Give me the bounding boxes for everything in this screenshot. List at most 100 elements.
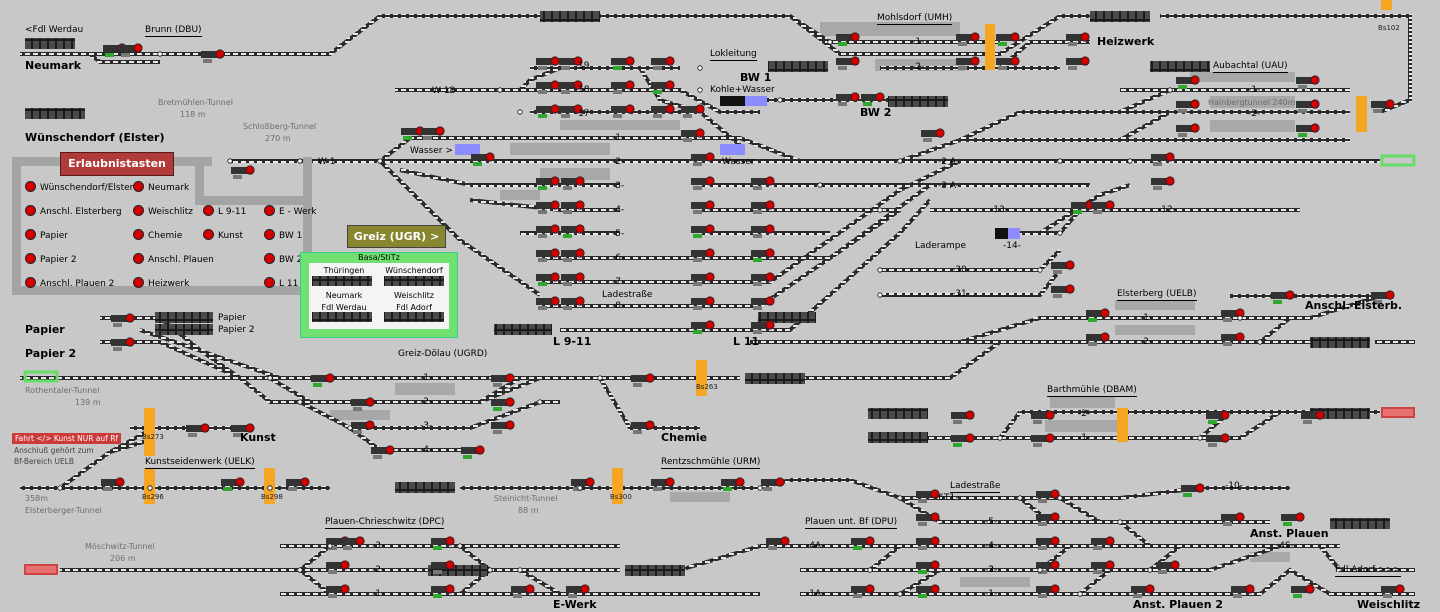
switch-point-icon[interactable]: [1037, 267, 1043, 273]
signal-icon[interactable]: [691, 272, 715, 286]
switch-point-icon[interactable]: [517, 109, 523, 115]
signal-icon[interactable]: [1371, 290, 1395, 304]
erlaubnis-anschl-plauen-2[interactable]: Anschl. Plauen 2: [25, 277, 114, 289]
signal-icon[interactable]: [1176, 75, 1200, 89]
switch-point-icon[interactable]: [597, 375, 603, 381]
signal-icon[interactable]: [691, 320, 715, 334]
signal-icon[interactable]: [326, 560, 350, 574]
signal-icon[interactable]: [691, 224, 715, 238]
switch-point-icon[interactable]: [997, 435, 1003, 441]
erlaubnis-anschl-plauen[interactable]: Anschl. Plauen: [133, 253, 214, 265]
signal-icon[interactable]: [916, 584, 940, 598]
signal-icon[interactable]: [631, 420, 655, 434]
signal-icon[interactable]: [491, 420, 515, 434]
signal-icon[interactable]: [1176, 123, 1200, 137]
signal-icon[interactable]: [691, 176, 715, 190]
signal-icon[interactable]: [1271, 290, 1295, 304]
switch-point-icon[interactable]: [297, 567, 303, 573]
switch-point-icon[interactable]: [1147, 567, 1153, 573]
erlaubnis-e-werk[interactable]: E - Werk: [264, 205, 316, 217]
signal-icon[interactable]: [916, 536, 940, 550]
switch-point-icon[interactable]: [877, 207, 883, 213]
switch-point-icon[interactable]: [897, 495, 903, 501]
signal-icon[interactable]: [1091, 536, 1115, 550]
signal-icon[interactable]: [566, 584, 590, 598]
signal-icon[interactable]: [611, 80, 635, 94]
signal-icon[interactable]: [611, 56, 635, 70]
switch-point-icon[interactable]: [697, 87, 703, 93]
signal-icon[interactable]: [1031, 433, 1055, 447]
erlaubnis-papier-2[interactable]: Papier 2: [25, 253, 77, 265]
signal-icon[interactable]: [751, 272, 775, 286]
signal-icon[interactable]: [916, 489, 940, 503]
signal-icon[interactable]: [571, 477, 595, 491]
signal-icon[interactable]: [951, 433, 975, 447]
signal-icon[interactable]: [1036, 512, 1060, 526]
signal-icon[interactable]: [651, 56, 675, 70]
signal-icon[interactable]: [1156, 560, 1180, 574]
signal-icon[interactable]: [1066, 32, 1090, 46]
signal-icon[interactable]: [611, 104, 635, 118]
signal-icon[interactable]: [201, 49, 225, 63]
signal-icon[interactable]: [1371, 99, 1395, 113]
switch-point-icon[interactable]: [1057, 158, 1063, 164]
signal-icon[interactable]: [921, 128, 945, 142]
signal-icon[interactable]: [851, 584, 875, 598]
signal-icon[interactable]: [751, 176, 775, 190]
greiz-button[interactable]: Greiz (UGR) >: [347, 225, 446, 248]
signal-icon[interactable]: [1181, 483, 1205, 497]
signal-icon[interactable]: [231, 423, 255, 437]
signal-icon[interactable]: [761, 477, 785, 491]
erlaubnis-bw1[interactable]: BW 1: [264, 229, 302, 241]
signal-icon[interactable]: [1071, 200, 1095, 214]
signal-icon[interactable]: [559, 56, 583, 70]
signal-icon[interactable]: [916, 512, 940, 526]
signal-icon[interactable]: [111, 337, 135, 351]
signal-icon[interactable]: [691, 200, 715, 214]
signal-icon[interactable]: [651, 477, 675, 491]
signal-icon[interactable]: [221, 477, 245, 491]
signal-icon[interactable]: [536, 248, 560, 262]
switch-point-icon[interactable]: [347, 425, 353, 431]
switch-point-icon[interactable]: [1057, 495, 1063, 501]
signal-icon[interactable]: [751, 296, 775, 310]
switch-point-icon[interactable]: [267, 375, 273, 381]
signal-icon[interactable]: [1051, 284, 1075, 298]
switch-point-icon[interactable]: [227, 158, 233, 164]
signal-icon[interactable]: [421, 126, 445, 140]
signal-icon[interactable]: [431, 584, 455, 598]
signal-icon[interactable]: [721, 477, 745, 491]
signal-icon[interactable]: [431, 560, 455, 574]
switch-point-icon[interactable]: [877, 267, 883, 273]
switch-point-icon[interactable]: [1197, 435, 1203, 441]
signal-icon[interactable]: [956, 56, 980, 70]
switch-point-icon[interactable]: [497, 87, 503, 93]
switch-point-icon[interactable]: [777, 97, 783, 103]
signal-icon[interactable]: [1296, 99, 1320, 113]
signal-icon[interactable]: [119, 43, 143, 57]
signal-icon[interactable]: [1086, 308, 1110, 322]
signal-icon[interactable]: [1296, 123, 1320, 137]
signal-icon[interactable]: [351, 420, 375, 434]
signal-icon[interactable]: [681, 104, 705, 118]
signal-icon[interactable]: [1206, 433, 1230, 447]
signal-icon[interactable]: [1221, 512, 1245, 526]
switch-point-icon[interactable]: [1017, 495, 1023, 501]
signal-icon[interactable]: [836, 32, 860, 46]
signal-icon[interactable]: [1091, 560, 1115, 574]
erlaubnis-l11[interactable]: L 11: [264, 277, 298, 289]
signal-icon[interactable]: [536, 176, 560, 190]
signal-icon[interactable]: [836, 92, 860, 106]
signal-icon[interactable]: [766, 536, 790, 550]
switch-point-icon[interactable]: [1077, 591, 1083, 597]
switch-point-icon[interactable]: [297, 399, 303, 405]
erlaubnis-chemie[interactable]: Chemie: [133, 229, 182, 241]
signal-icon[interactable]: [561, 224, 585, 238]
signal-icon[interactable]: [536, 296, 560, 310]
signal-icon[interactable]: [851, 536, 875, 550]
switch-point-icon[interactable]: [817, 182, 823, 188]
signal-icon[interactable]: [1066, 56, 1090, 70]
signal-icon[interactable]: [536, 104, 560, 118]
signal-icon[interactable]: [561, 248, 585, 262]
signal-icon[interactable]: [956, 32, 980, 46]
